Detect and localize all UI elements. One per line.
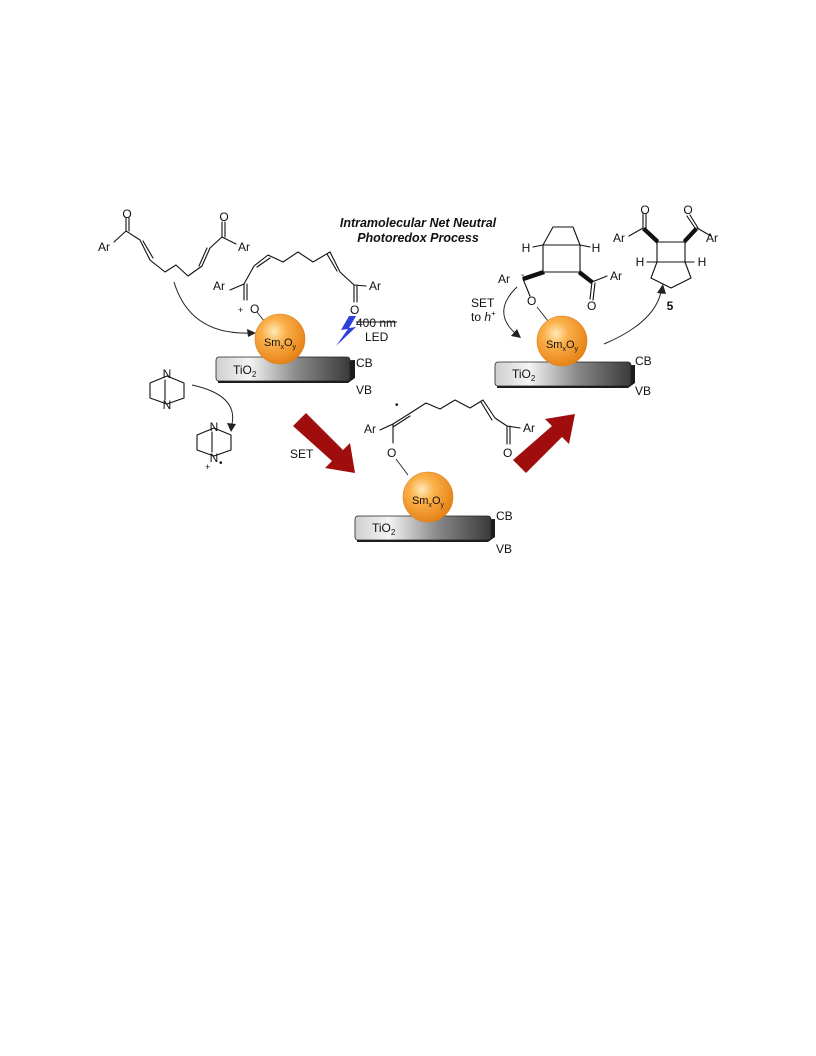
enone-oxygen-right: O xyxy=(219,210,228,224)
ketone-oxygen: O xyxy=(503,446,512,460)
starting-bis-enone: O O Ar Ar xyxy=(98,207,250,277)
lightning-icon xyxy=(336,316,356,346)
surface-coordination-bond xyxy=(395,458,409,476)
tio2-label: TiO2 xyxy=(233,363,257,379)
stereo-wedge xyxy=(522,270,545,281)
adsorption-arrow xyxy=(173,281,251,334)
tio2-label: TiO2 xyxy=(512,367,536,383)
title-line-1: Intramolecular Net Neutral xyxy=(340,216,497,230)
scheme-title: Intramolecular Net Neutral Photoredox Pr… xyxy=(340,216,497,245)
aryl-label: Ar xyxy=(213,279,225,293)
ketone-oxygen: O xyxy=(587,299,596,313)
dabco: N N xyxy=(149,367,185,412)
panel-radical-anion: Ar Ar • O O TiO2 CB VB SmxOy xyxy=(354,399,535,556)
set-label: SET xyxy=(290,447,314,461)
conduction-band-label: CB xyxy=(635,354,652,368)
enone-oxygen-left: O xyxy=(122,207,131,221)
set-to-hole-label: to h+ xyxy=(471,309,496,324)
radical-dot: • xyxy=(395,400,399,411)
light-source: LED xyxy=(365,330,389,344)
smxoy-nanoparticle xyxy=(536,315,588,367)
electron-donation-arrow-head xyxy=(227,423,236,432)
hydrogen-label: H xyxy=(522,241,531,255)
aryl-label: Ar xyxy=(238,240,250,254)
carbanion-charge: - xyxy=(521,270,524,281)
valence-band-label: VB xyxy=(356,383,372,397)
ketone-oxygen: O xyxy=(640,203,649,217)
aryl-label: Ar xyxy=(98,240,110,254)
light-wavelength: 400 nm xyxy=(356,316,396,330)
dabco-nitrogen: N xyxy=(210,420,219,434)
radical-dot: • xyxy=(219,458,223,469)
hydrogen-label: H xyxy=(592,241,601,255)
aryl-label: Ar xyxy=(369,279,381,293)
oxocarbenium-oxygen: O xyxy=(250,302,259,316)
aryl-label: Ar xyxy=(610,269,622,283)
conduction-band-label: CB xyxy=(496,509,513,523)
dabco-nitrogen: N xyxy=(163,398,172,412)
ketone-oxygen: O xyxy=(350,303,359,317)
smxoy-label: SmxOy xyxy=(546,339,579,353)
dabco-nitrogen: N xyxy=(163,367,172,381)
aryl-label: Ar xyxy=(523,421,535,435)
product-5: H H O O Ar Ar 5 xyxy=(613,203,718,313)
adsorption-arrow-head xyxy=(247,329,256,337)
enolate-oxygen: O xyxy=(387,446,396,460)
aryl-label: Ar xyxy=(364,422,376,436)
smxoy-label: SmxOy xyxy=(412,495,445,509)
hole-transfer-arrow-head xyxy=(511,329,521,338)
valence-band-label: VB xyxy=(635,384,651,398)
radical-cation-charge: + xyxy=(205,462,210,472)
title-line-2: Photoredox Process xyxy=(357,231,479,245)
hydrogen-label: H xyxy=(698,255,707,269)
enolate-oxygen: O xyxy=(527,294,536,308)
conduction-band-label: CB xyxy=(356,356,373,370)
smxoy-nanoparticle xyxy=(402,471,454,523)
stereo-wedge xyxy=(683,227,698,244)
hole-transfer-arrow xyxy=(503,286,518,335)
stereo-wedge xyxy=(642,227,659,244)
dabco-nitrogen: N xyxy=(210,451,219,465)
smxoy-label: SmxOy xyxy=(264,337,297,351)
aryl-label: Ar xyxy=(613,231,625,245)
smxoy-nanoparticle xyxy=(254,313,306,365)
surface-coordination-bond xyxy=(536,306,549,322)
aryl-label: Ar xyxy=(706,231,718,245)
oxonium-charge: + xyxy=(238,305,243,315)
hydrogen-label: H xyxy=(636,255,645,269)
panel-cyclized-intermediate: H H Ar - Ar O O SET to h+ TiO2 CB VB Smx… xyxy=(471,226,652,398)
ketone-oxygen: O xyxy=(683,203,692,217)
product-number: 5 xyxy=(667,299,674,313)
set-arrow-down xyxy=(293,413,355,473)
cyclization-arrow-up xyxy=(513,414,575,473)
product-release-arrow-head xyxy=(657,284,666,294)
stereo-wedge xyxy=(578,270,594,284)
valence-band-label: VB xyxy=(496,542,512,556)
panel-adsorbed: Ar Ar O + O TiO2 CB VB SmxOy 400 nm LED xyxy=(213,251,397,397)
product-release-arrow xyxy=(603,291,662,345)
dabco-radical-cation: N N + • xyxy=(196,420,232,472)
tio2-label: TiO2 xyxy=(372,521,396,537)
electron-donation-arrow xyxy=(191,384,234,425)
aryl-label: Ar xyxy=(498,272,510,286)
set-label: SET xyxy=(471,296,495,310)
